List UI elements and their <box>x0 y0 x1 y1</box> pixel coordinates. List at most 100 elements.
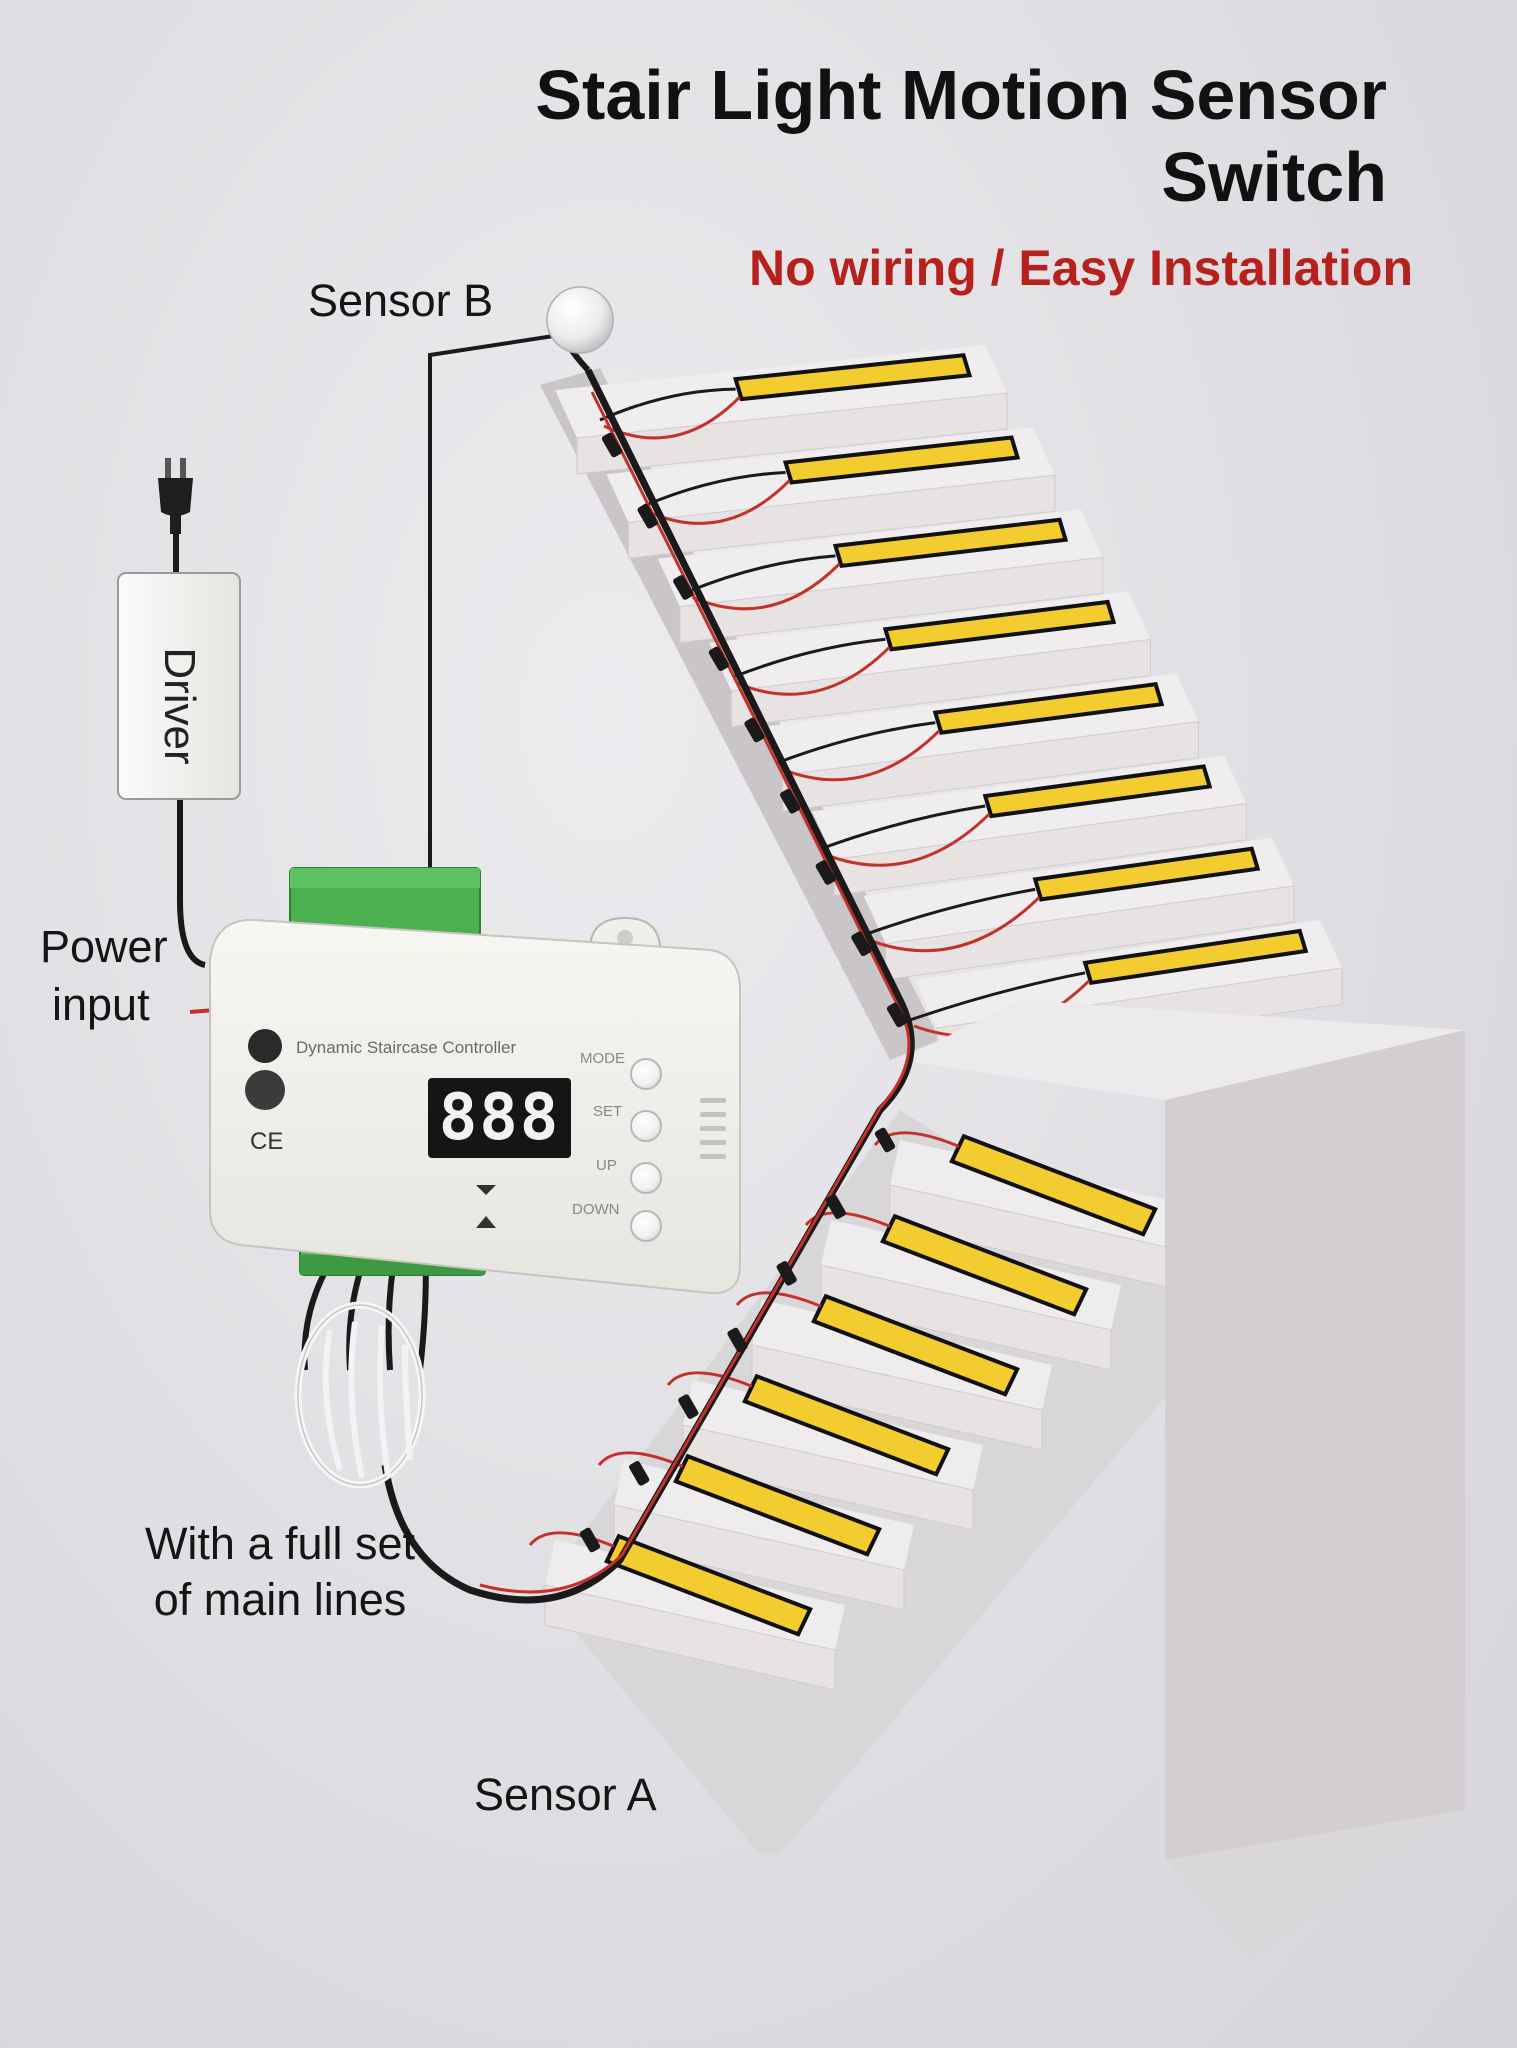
led-strip-icon <box>732 353 973 402</box>
cable-coil <box>294 1301 426 1489</box>
lower-step <box>873 1131 1190 1291</box>
down-button-label: DOWN <box>572 1201 620 1218</box>
led-strip-icon <box>880 1213 1089 1317</box>
down-button[interactable] <box>630 1210 662 1242</box>
branch-wire <box>865 887 1036 936</box>
wire-connector <box>886 1002 908 1028</box>
wire-connector <box>825 1194 846 1219</box>
power-plug-icon <box>158 458 193 575</box>
page-subtitle: No wiring / Easy Installation <box>748 240 1413 296</box>
set-button[interactable] <box>630 1110 662 1142</box>
wire-connector <box>815 860 836 885</box>
wire-connector <box>744 717 765 743</box>
upper-step <box>606 427 1056 559</box>
upper-step-riser <box>627 474 1056 559</box>
upper-step <box>555 345 1008 475</box>
led-strip-icon <box>882 599 1117 652</box>
branch-wire <box>780 729 941 782</box>
lower-step <box>666 1371 983 1531</box>
branch-wire <box>824 812 991 867</box>
branch-wire <box>599 387 736 422</box>
power-input-label-line-1: Power <box>40 921 168 972</box>
wire-connector <box>780 788 801 814</box>
branch-wire <box>691 562 841 611</box>
lower-step <box>804 1211 1121 1371</box>
branch-wire <box>647 479 791 525</box>
wire-connector <box>579 1527 601 1553</box>
sensor-a-label: Sensor A <box>474 1769 657 1820</box>
lower-step-riser <box>613 1504 905 1611</box>
wire-connectors <box>579 432 908 1553</box>
upper-step <box>863 837 1295 981</box>
lower-staircase <box>528 1110 1230 1855</box>
sensor-b-wire <box>428 333 561 880</box>
branch-wire <box>869 896 1041 953</box>
branch-wire <box>909 971 1086 1022</box>
vent-slots-icon <box>700 1098 726 1159</box>
up-button-label: UP <box>596 1157 617 1174</box>
sensor-b-label: Sensor B <box>308 275 494 326</box>
led-strip-icon <box>832 517 1069 569</box>
wire-connector <box>776 1261 797 1286</box>
upper-step <box>760 673 1199 812</box>
branch-wire <box>643 470 786 508</box>
upper-step-riser <box>576 392 1008 475</box>
upper-step-riser <box>730 638 1152 728</box>
lower-step-riser <box>820 1264 1112 1371</box>
branch-wire <box>688 554 836 593</box>
power-input-label-line-2: input <box>52 979 150 1030</box>
lower-step <box>735 1291 1052 1451</box>
branch-wire <box>735 1291 822 1308</box>
terminal-block-icon <box>289 867 481 939</box>
wire-connector <box>673 575 694 600</box>
upper-step-riser <box>833 803 1247 897</box>
landing-block <box>900 1000 1465 1960</box>
branch-wire <box>736 646 891 696</box>
wire-connector <box>851 931 872 957</box>
led-strip-icon <box>811 1293 1020 1397</box>
led-strip-icon <box>782 435 1021 485</box>
controller-display: 888 <box>428 1078 571 1158</box>
driver-box <box>117 572 241 968</box>
upper-step <box>812 755 1247 897</box>
lower-step-riser <box>544 1584 836 1691</box>
page-title-line-1: Stair Light Motion Sensor <box>535 56 1387 134</box>
led-strip-icon <box>1082 928 1309 986</box>
wire-connector <box>874 1127 896 1153</box>
branch-wire <box>597 1451 684 1468</box>
upper-step-riser <box>679 556 1104 644</box>
branch-wire <box>820 804 986 850</box>
mode-button[interactable] <box>630 1058 662 1090</box>
upper-step <box>709 591 1152 728</box>
lower-step <box>597 1451 914 1611</box>
wire-connector <box>727 1327 748 1353</box>
sensor-ball-icon <box>546 286 614 354</box>
upper-step <box>657 509 1104 644</box>
branch-wire <box>732 637 886 679</box>
up-button[interactable] <box>630 1162 662 1194</box>
ce-mark: CE <box>250 1128 284 1155</box>
led-strip-icon <box>949 1133 1158 1237</box>
led-strip-icon <box>673 1453 882 1557</box>
led-strip-icon <box>982 764 1213 819</box>
led-strip-icon <box>932 682 1165 735</box>
led-strip-icon <box>604 1533 813 1637</box>
wire-connector <box>637 503 658 529</box>
branch-wire <box>666 1371 753 1388</box>
set-button-label: SET <box>593 1103 623 1120</box>
page-title-line-2: Switch <box>1161 138 1387 216</box>
branch-wire <box>528 1531 615 1548</box>
led-strip-icon <box>1032 846 1261 902</box>
wire-connector <box>678 1394 699 1419</box>
controller-arrows <box>476 1185 496 1228</box>
mounting-tab-icon <box>588 916 662 951</box>
mode-button-label: MODE <box>580 1050 625 1067</box>
wire-connector <box>629 1461 650 1486</box>
main-lines-label: With a full set of main lines <box>144 1518 416 1625</box>
controller-title: Dynamic Staircase Controller <box>296 1038 517 1057</box>
led-strip-icon <box>742 1373 951 1477</box>
lower-step <box>528 1531 845 1691</box>
wire-connector <box>708 646 729 672</box>
wire-connector <box>601 432 623 458</box>
